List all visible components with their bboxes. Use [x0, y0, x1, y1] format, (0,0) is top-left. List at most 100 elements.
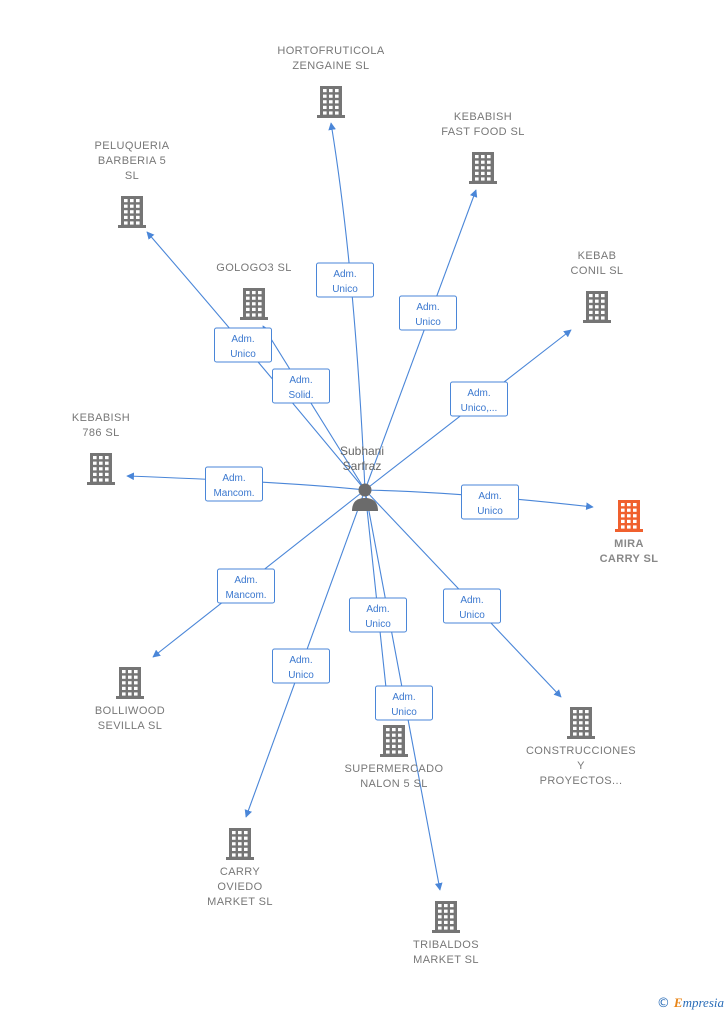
role-text: Unico: [391, 707, 417, 718]
role-badge[interactable]: Adm. Mancom.: [217, 568, 275, 604]
role-badge[interactable]: Adm. Unico,...: [450, 381, 508, 417]
building-icon[interactable]: [317, 86, 345, 118]
edge-to-kebabish-786: [126, 472, 366, 491]
role-text: Adm.: [416, 302, 439, 313]
role-text: Adm.: [333, 269, 356, 280]
company-label: OVIEDO: [217, 881, 262, 893]
building-icon[interactable]: [469, 152, 497, 184]
company-node-kebab-conil[interactable]: KEBAB CONIL SL: [571, 250, 624, 323]
role-text: Adm.: [234, 575, 257, 586]
company-label: TRIBALDOS: [413, 939, 479, 951]
role-text: Adm.: [366, 604, 389, 615]
company-label: PROYECTOS...: [540, 775, 623, 787]
company-label: SL: [125, 170, 139, 182]
company-label: KEBAB: [578, 250, 617, 262]
company-node-supermercado[interactable]: SUPERMERCADO NALON 5 SL: [345, 725, 444, 790]
role-badge[interactable]: Adm. Unico: [214, 327, 272, 363]
role-badge[interactable]: Adm. Mancom.: [205, 466, 263, 502]
building-icon[interactable]: [583, 291, 611, 323]
company-label: MIRA: [614, 538, 644, 550]
building-icon[interactable]: [116, 667, 144, 699]
brand-name: mpresia: [682, 995, 724, 1010]
role-text: Adm.: [478, 491, 501, 502]
role-badge[interactable]: Adm. Unico: [316, 262, 374, 298]
company-node-kebabish-fast-food[interactable]: KEBABISH FAST FOOD SL: [441, 111, 524, 184]
company-node-peluqueria[interactable]: PELUQUERIA BARBERIA 5 SL: [95, 140, 170, 228]
edge-to-kebabish-fast-food: [364, 189, 478, 491]
role-text: Adm.: [460, 595, 483, 606]
role-text: Unico: [415, 317, 441, 328]
company-label: SEVILLA SL: [98, 720, 163, 732]
role-badge[interactable]: Adm. Unico: [349, 597, 407, 633]
role-text: Adm.: [222, 473, 245, 484]
role-text: Unico: [365, 619, 391, 630]
role-badge[interactable]: Adm. Unico: [399, 295, 457, 331]
roles-layer: Adm.UnicoAdm.UnicoAdm.UnicoAdm.Solid.Adm…: [205, 262, 519, 721]
building-icon[interactable]: [226, 828, 254, 860]
company-label: CARRY SL: [600, 553, 659, 565]
company-label: MARKET SL: [207, 896, 273, 908]
role-text: Adm.: [392, 692, 415, 703]
company-label: MARKET SL: [413, 954, 479, 966]
role-text: Unico: [332, 284, 358, 295]
brand-initial: E: [673, 995, 683, 1010]
person-icon[interactable]: [352, 483, 378, 512]
building-icon[interactable]: [567, 707, 595, 739]
company-node-kebabish-786[interactable]: KEBABISH 786 SL: [72, 412, 130, 485]
company-label: KEBABISH: [72, 412, 130, 424]
person-name: Sarfraz: [343, 459, 382, 473]
role-text: Adm.: [231, 334, 254, 345]
role-text: Mancom.: [225, 590, 266, 601]
brand-watermark: ©Empresia: [657, 995, 724, 1011]
role-text: Mancom.: [213, 488, 254, 499]
building-icon[interactable]: [87, 453, 115, 485]
company-label: ZENGAINE SL: [292, 60, 369, 72]
company-label: NALON 5 SL: [360, 778, 428, 790]
company-node-gologo3[interactable]: GOLOGO3 SL: [216, 262, 292, 320]
person-name: Subhani: [340, 444, 384, 458]
role-text: Unico: [230, 349, 256, 360]
company-label: 786 SL: [82, 427, 119, 439]
company-label: KEBABISH: [454, 111, 512, 123]
company-label: PELUQUERIA: [95, 140, 170, 152]
role-text: Unico,...: [461, 403, 498, 414]
company-node-bolliwood[interactable]: BOLLIWOOD SEVILLA SL: [95, 667, 165, 732]
company-node-hortofruticola[interactable]: HORTOFRUTICOLA ZENGAINE SL: [277, 45, 385, 118]
company-label: CARRY: [220, 866, 261, 878]
building-icon[interactable]: [432, 901, 460, 933]
company-node-mira-carry[interactable]: MIRA CARRY SL: [600, 500, 659, 565]
edge-to-gologo3: [262, 325, 366, 491]
role-text: Solid.: [288, 390, 313, 401]
building-icon[interactable]: [380, 725, 408, 757]
role-badge[interactable]: Adm. Unico: [272, 648, 330, 684]
company-label: FAST FOOD SL: [441, 126, 524, 138]
role-badge[interactable]: Adm. Solid.: [272, 368, 330, 404]
role-text: Adm.: [467, 388, 490, 399]
building-icon[interactable]: [615, 500, 643, 532]
nodes-layer: HORTOFRUTICOLA ZENGAINE SL KEBABISH FAST FO…: [72, 45, 659, 966]
company-label: HORTOFRUTICOLA: [277, 45, 385, 57]
role-badge[interactable]: Adm. Unico: [375, 685, 433, 721]
role-text: Unico: [477, 506, 503, 517]
role-badge[interactable]: Adm.Unico: [443, 588, 501, 624]
role-text: Adm.: [289, 655, 312, 666]
copyright-symbol: ©: [656, 996, 670, 1011]
company-node-tribaldos[interactable]: TRIBALDOS MARKET SL: [413, 901, 479, 966]
role-badge[interactable]: Adm. Unico: [461, 484, 519, 520]
role-text: Unico: [288, 670, 314, 681]
company-node-construcciones[interactable]: CONSTRUCCIONES Y PROYECTOS...: [526, 707, 636, 787]
company-label: CONSTRUCCIONES: [526, 745, 636, 757]
company-label: BOLLIWOOD: [95, 705, 165, 717]
company-label: CONIL SL: [571, 265, 624, 277]
building-icon[interactable]: [118, 196, 146, 228]
role-text: Adm.: [289, 375, 312, 386]
company-label: Y: [577, 760, 585, 772]
company-label: GOLOGO3 SL: [216, 262, 292, 274]
company-label: SUPERMERCADO: [345, 763, 444, 775]
building-icon[interactable]: [240, 288, 268, 320]
company-label: BARBERIA 5: [98, 155, 166, 167]
edge-to-hortofruticola: [328, 122, 366, 491]
company-node-carry-oviedo[interactable]: CARRY OVIEDO MARKET SL: [207, 828, 273, 908]
